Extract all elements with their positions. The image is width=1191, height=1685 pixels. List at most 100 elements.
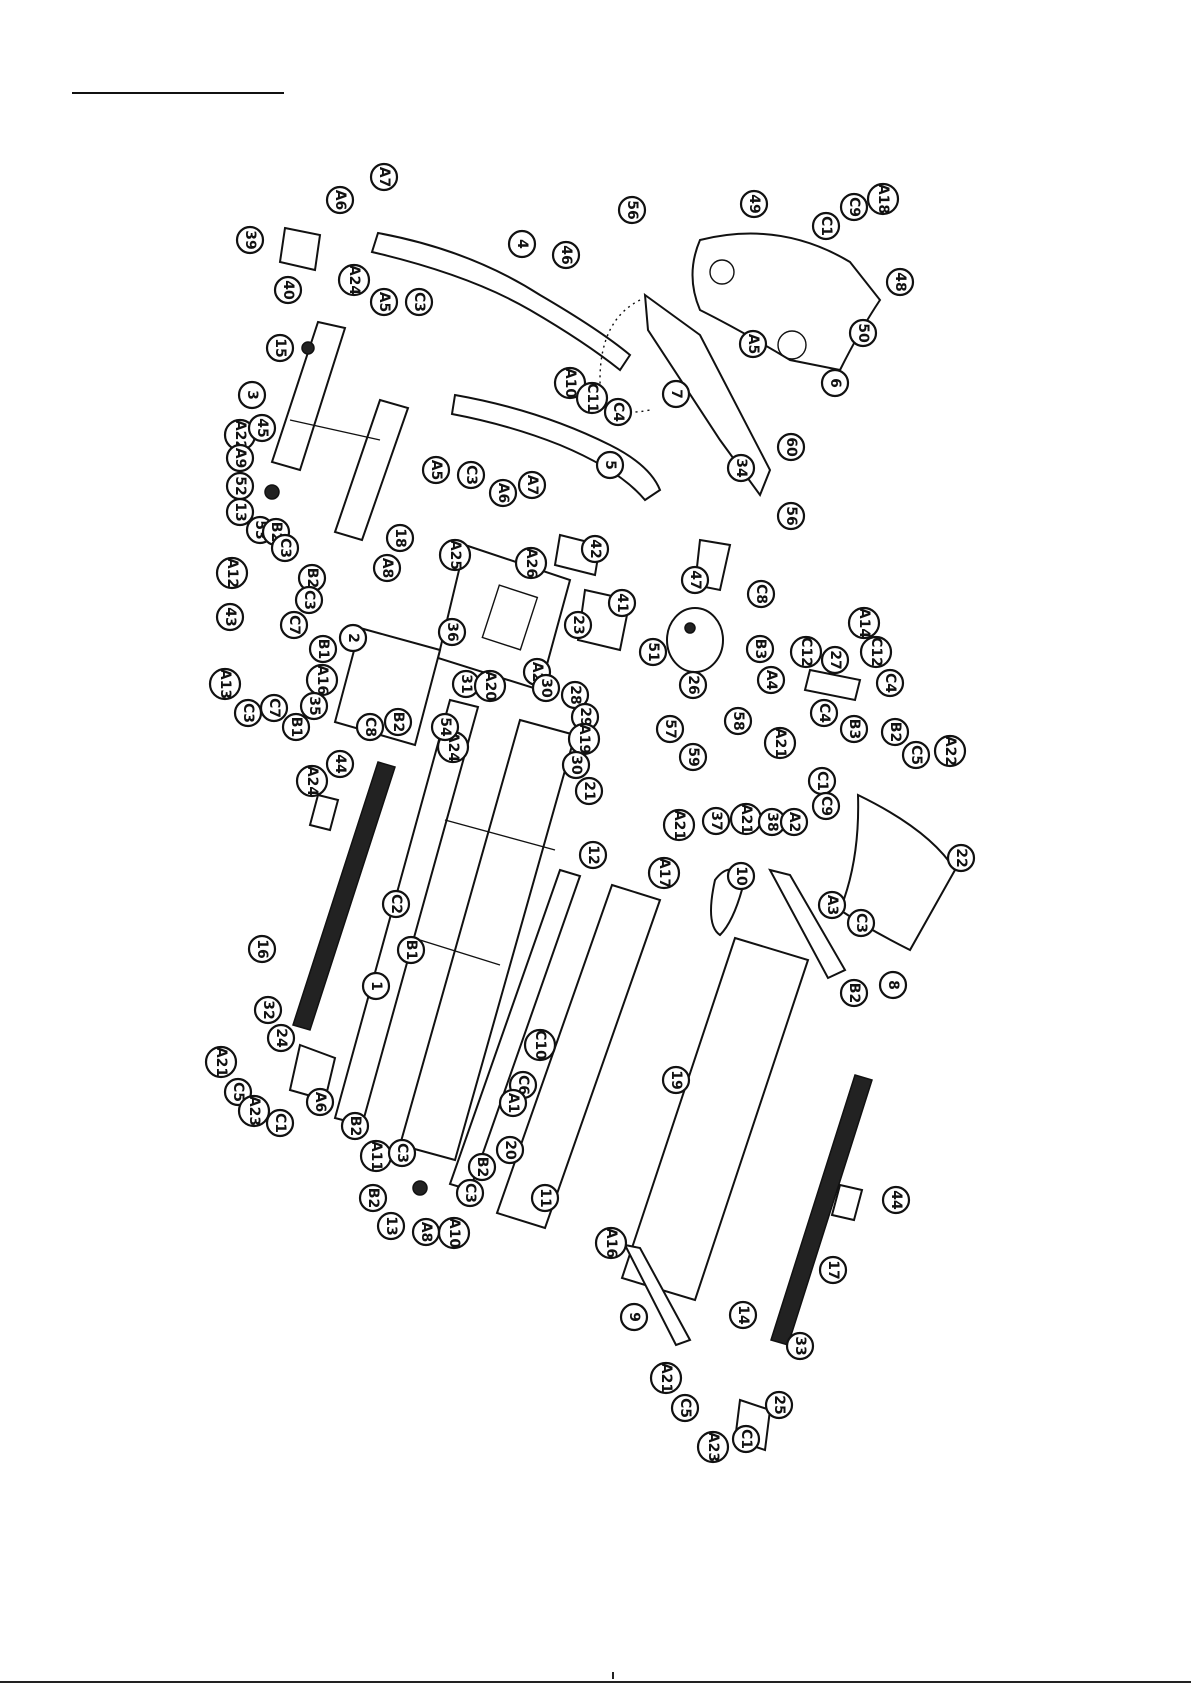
callout-circle xyxy=(358,1183,388,1213)
callout-label: 14 xyxy=(735,1305,751,1325)
callout-label: 44 xyxy=(332,754,348,774)
callout-label: A6 xyxy=(495,483,511,504)
callout-label: 35 xyxy=(306,696,322,715)
footer-tick xyxy=(612,1672,614,1679)
callout-circle xyxy=(385,523,415,553)
callout-7: 7 xyxy=(661,379,691,409)
callout-circle xyxy=(647,856,681,890)
part-8-front-roller xyxy=(768,868,847,980)
callout-43: 43 xyxy=(215,602,245,632)
callout-circle xyxy=(723,706,753,736)
callout-22: 22 xyxy=(946,843,976,873)
callout-circle xyxy=(595,450,625,480)
callout-label: B2 xyxy=(474,1157,490,1177)
callout-a5: A5 xyxy=(421,455,451,485)
callout-circle xyxy=(817,890,847,920)
callout-15: 15 xyxy=(265,333,295,363)
callout-label: 58 xyxy=(730,711,746,730)
callout-circle xyxy=(603,397,633,427)
callout-label: 23 xyxy=(570,615,586,634)
callout-label: 60 xyxy=(783,437,799,457)
callout-circle xyxy=(305,1087,335,1117)
frame-crossbar-1 xyxy=(444,819,556,851)
callout-circle xyxy=(776,501,806,531)
callout-circle xyxy=(396,935,426,965)
callout-circle xyxy=(507,229,537,259)
callout-circle xyxy=(551,240,581,270)
callout-label: C11 xyxy=(584,383,600,413)
callout-circle xyxy=(617,195,647,225)
callout-23: 23 xyxy=(563,610,593,640)
part-39-end-cap xyxy=(278,226,322,272)
callout-a9: A9 xyxy=(225,443,255,473)
callout-label: 11 xyxy=(537,1188,553,1207)
part-9-rear-roller xyxy=(623,1243,692,1347)
callout-label: A20 xyxy=(482,671,498,702)
callout-c7: C7 xyxy=(259,693,289,723)
callout-9: 9 xyxy=(619,1302,649,1332)
callout-b1: B1 xyxy=(396,935,426,965)
callout-a21: A21 xyxy=(649,1361,683,1395)
callout-circle xyxy=(839,978,869,1008)
callout-circle xyxy=(763,726,797,760)
callout-a7: A7 xyxy=(369,162,399,192)
callout-circle xyxy=(745,634,775,664)
callout-c4: C4 xyxy=(809,698,839,728)
callout-circle xyxy=(383,707,413,737)
callout-label: 33 xyxy=(792,1336,808,1355)
callout-11: 11 xyxy=(530,1183,560,1213)
callout-label: A10 xyxy=(446,1218,462,1249)
part-5-handlebar xyxy=(450,393,662,502)
callout-b1: B1 xyxy=(281,712,311,742)
callout-label: A16 xyxy=(314,665,330,695)
callout-4: 4 xyxy=(507,229,537,259)
callout-circle xyxy=(776,432,806,462)
callout-30: 30 xyxy=(531,673,561,703)
callout-label: 13 xyxy=(232,502,248,521)
callout-17: 17 xyxy=(818,1255,848,1285)
callout-label: 56 xyxy=(624,200,640,219)
callout-label: C10 xyxy=(532,1030,548,1060)
callout-circle xyxy=(369,162,399,192)
callout-circle xyxy=(594,1226,628,1260)
callout-label: 13 xyxy=(383,1216,399,1235)
callout-label: 20 xyxy=(502,1140,518,1160)
callout-c3: C3 xyxy=(294,585,324,615)
callout-48: 48 xyxy=(885,267,915,297)
part-3-crossbar xyxy=(289,419,381,441)
callout-label: 37 xyxy=(708,811,724,830)
callout-a26: A26 xyxy=(514,546,548,580)
callout-c3: C3 xyxy=(233,698,263,728)
callout-circle xyxy=(619,1302,649,1332)
callout-circle xyxy=(247,413,277,443)
callout-label: C5 xyxy=(908,745,924,765)
callout-circle xyxy=(361,971,391,1001)
callout-label: 3 xyxy=(244,390,260,400)
callout-59: 59 xyxy=(678,742,708,772)
callout-circle xyxy=(253,995,283,1025)
part-15-foot xyxy=(301,341,315,355)
callout-24: 24 xyxy=(266,1023,296,1053)
callout-c5: C5 xyxy=(901,740,931,770)
callout-label: 38 xyxy=(764,812,780,831)
callout-a8: A8 xyxy=(411,1217,441,1247)
callout-label: C5 xyxy=(677,1398,693,1418)
callout-label: A5 xyxy=(745,334,761,355)
part-16-side-rail xyxy=(292,761,396,1031)
callout-label: 22 xyxy=(953,848,969,867)
callout-label: 12 xyxy=(585,845,601,864)
callout-circle xyxy=(438,538,472,572)
callout-a2: A2 xyxy=(779,807,809,837)
motor-shaft xyxy=(684,622,696,634)
callout-b2: B2 xyxy=(467,1152,497,1182)
callout-label: C3 xyxy=(463,465,479,485)
callout-label: 16 xyxy=(254,939,270,958)
callout-circle xyxy=(811,791,841,821)
callout-circle xyxy=(726,453,756,483)
callout-circle xyxy=(678,742,708,772)
callout-label: A3 xyxy=(824,895,840,916)
callout-10: 10 xyxy=(726,861,756,891)
callout-b1: B1 xyxy=(308,634,338,664)
callout-36: 36 xyxy=(437,617,467,647)
